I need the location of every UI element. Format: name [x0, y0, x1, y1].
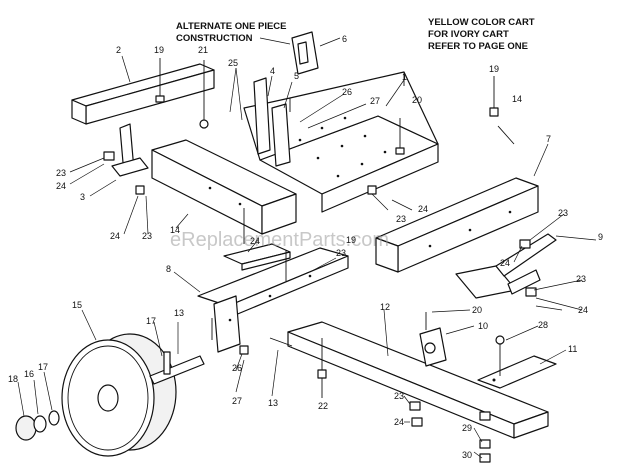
callout-23b: 23: [142, 231, 152, 241]
front-panel: [71, 55, 215, 125]
callout-23a: 23: [56, 168, 66, 178]
callout-24e: 24: [500, 258, 510, 268]
callout-7: 7: [546, 134, 551, 144]
callout-19c: 19: [346, 235, 356, 245]
rear-panel: [375, 143, 549, 273]
corner-bracket-left: [89, 123, 149, 197]
color-note-line2: FOR IVORY CART: [428, 29, 509, 40]
callout-10: 10: [478, 321, 488, 331]
watermark: eReplacementParts.com: [170, 229, 389, 251]
callout-29: 29: [462, 423, 472, 433]
callout-1: 1: [402, 72, 407, 82]
callout-24c: 24: [250, 236, 260, 246]
axle-beam: [287, 309, 549, 439]
callout-17a: 17: [146, 316, 156, 326]
callout-2: 2: [116, 45, 121, 55]
hitch-arm: [455, 233, 597, 299]
callout-23d: 23: [558, 208, 568, 218]
callout-28: 28: [538, 320, 548, 330]
callout-24f: 24: [578, 305, 588, 315]
hitch-plate: [477, 349, 567, 389]
callout-16: 16: [24, 369, 34, 379]
callout-15: 15: [72, 300, 82, 310]
axle-stub: [149, 351, 205, 385]
callout-8: 8: [166, 264, 171, 274]
alternate-bracket: [259, 31, 341, 75]
callout-20b: 20: [472, 305, 482, 315]
left-side-panel: [151, 139, 297, 235]
cart-bed: [243, 71, 439, 213]
alternate-note-line1: ALTERNATE ONE PIECE: [176, 21, 287, 32]
callout-9: 9: [598, 232, 603, 242]
hitch-clamp: [419, 325, 475, 367]
callout-13a: 13: [174, 308, 184, 318]
callout-17b: 17: [38, 362, 48, 372]
color-note-line1: YELLOW COLOR CART: [428, 17, 535, 28]
alternate-note-line2: CONSTRUCTION: [176, 33, 253, 44]
callout-30: 30: [462, 450, 472, 460]
callout-14b: 14: [170, 225, 180, 235]
callout-21: 21: [198, 45, 208, 55]
callout-22: 22: [318, 401, 328, 411]
frame-bracket: [173, 247, 349, 353]
callout-27b: 27: [232, 396, 242, 406]
callout-20a: 20: [412, 95, 422, 105]
callout-19a: 19: [154, 45, 164, 55]
skid-plate: [223, 243, 291, 271]
callout-4: 4: [270, 66, 275, 76]
wheel: [61, 309, 177, 457]
callout-19b: 19: [489, 64, 499, 74]
callout-11: 11: [568, 344, 577, 354]
callout-24g: 24: [394, 417, 404, 427]
corner-bracket-right: [253, 77, 291, 167]
callouts: 2 19 21 25 4 5 6 1 26 27 20 19 14 7 23 2…: [8, 34, 603, 460]
callout-12: 12: [380, 302, 390, 312]
color-note-line3: REFER TO PAGE ONE: [428, 41, 528, 52]
hub-cap: [15, 371, 60, 441]
callout-3: 3: [80, 192, 85, 202]
callout-23e: 23: [576, 274, 586, 284]
callout-24b: 24: [110, 231, 120, 241]
callout-13b: 13: [268, 398, 278, 408]
callout-23c: 23: [396, 214, 406, 224]
callout-23g: 23: [394, 391, 404, 401]
hardware-bolts: [103, 58, 537, 463]
callout-27a: 27: [370, 96, 380, 106]
callout-5: 5: [294, 71, 299, 81]
callout-24a: 24: [56, 181, 66, 191]
callout-25: 25: [228, 58, 238, 68]
callout-14a: 14: [512, 94, 522, 104]
callout-6: 6: [342, 34, 347, 44]
callout-26a: 26: [342, 87, 352, 97]
callout-23f: 23: [336, 248, 346, 258]
callout-26b: 26: [232, 363, 242, 373]
callout-18: 18: [8, 374, 18, 384]
leader-lines: [69, 67, 583, 459]
callout-24d: 24: [418, 204, 428, 214]
